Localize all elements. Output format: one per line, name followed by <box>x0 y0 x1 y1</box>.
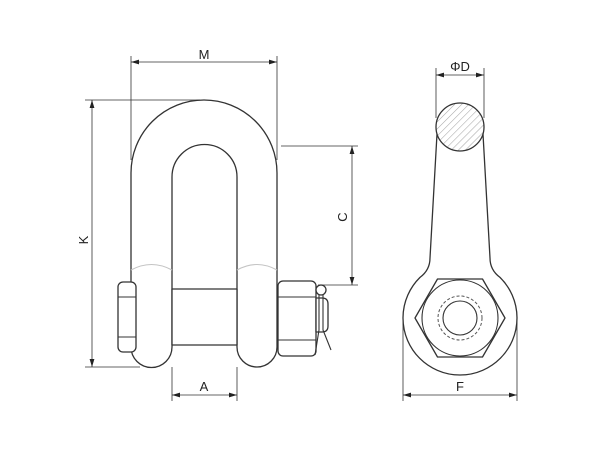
pin-hole-hidden-circle <box>437 295 483 341</box>
dimension-k: K <box>76 99 200 368</box>
dimension-a: A <box>171 367 238 401</box>
side-view: ΦD F <box>402 59 518 401</box>
dimension-f-label: F <box>456 379 464 394</box>
bolt-head-body <box>117 281 137 353</box>
nut <box>277 280 317 357</box>
nut-hexagon <box>414 278 506 358</box>
cotter-pin-right-leg <box>322 295 332 351</box>
pin-body <box>171 288 238 346</box>
left-leg-shading-arc <box>130 263 173 271</box>
shackle-bow <box>130 99 278 369</box>
dimension-a-label: A <box>200 379 209 394</box>
dimension-m-label: M <box>199 47 210 62</box>
bolt-head <box>117 281 137 353</box>
dimension-m: M <box>130 47 278 160</box>
dimension-c: C <box>281 145 358 286</box>
bow-cross-section-hatching <box>435 102 485 152</box>
nut-body <box>277 280 317 357</box>
cotter-pin <box>314 284 332 356</box>
dimension-k-label: K <box>76 235 91 244</box>
cotter-pin-loop <box>315 284 327 296</box>
dimension-phi-d-label: ΦD <box>450 59 470 74</box>
pin-end-circle <box>442 300 478 336</box>
nut-chamfer-circle <box>421 279 499 357</box>
dimension-phi-d: ΦD <box>435 59 485 118</box>
pin-end <box>315 297 329 333</box>
right-leg-shading-arc <box>236 263 278 271</box>
cotter-pin-left-leg <box>314 295 320 356</box>
dimension-c-label: C <box>335 212 350 221</box>
front-view: M K C A <box>76 47 358 401</box>
dimension-f: F <box>402 320 518 401</box>
